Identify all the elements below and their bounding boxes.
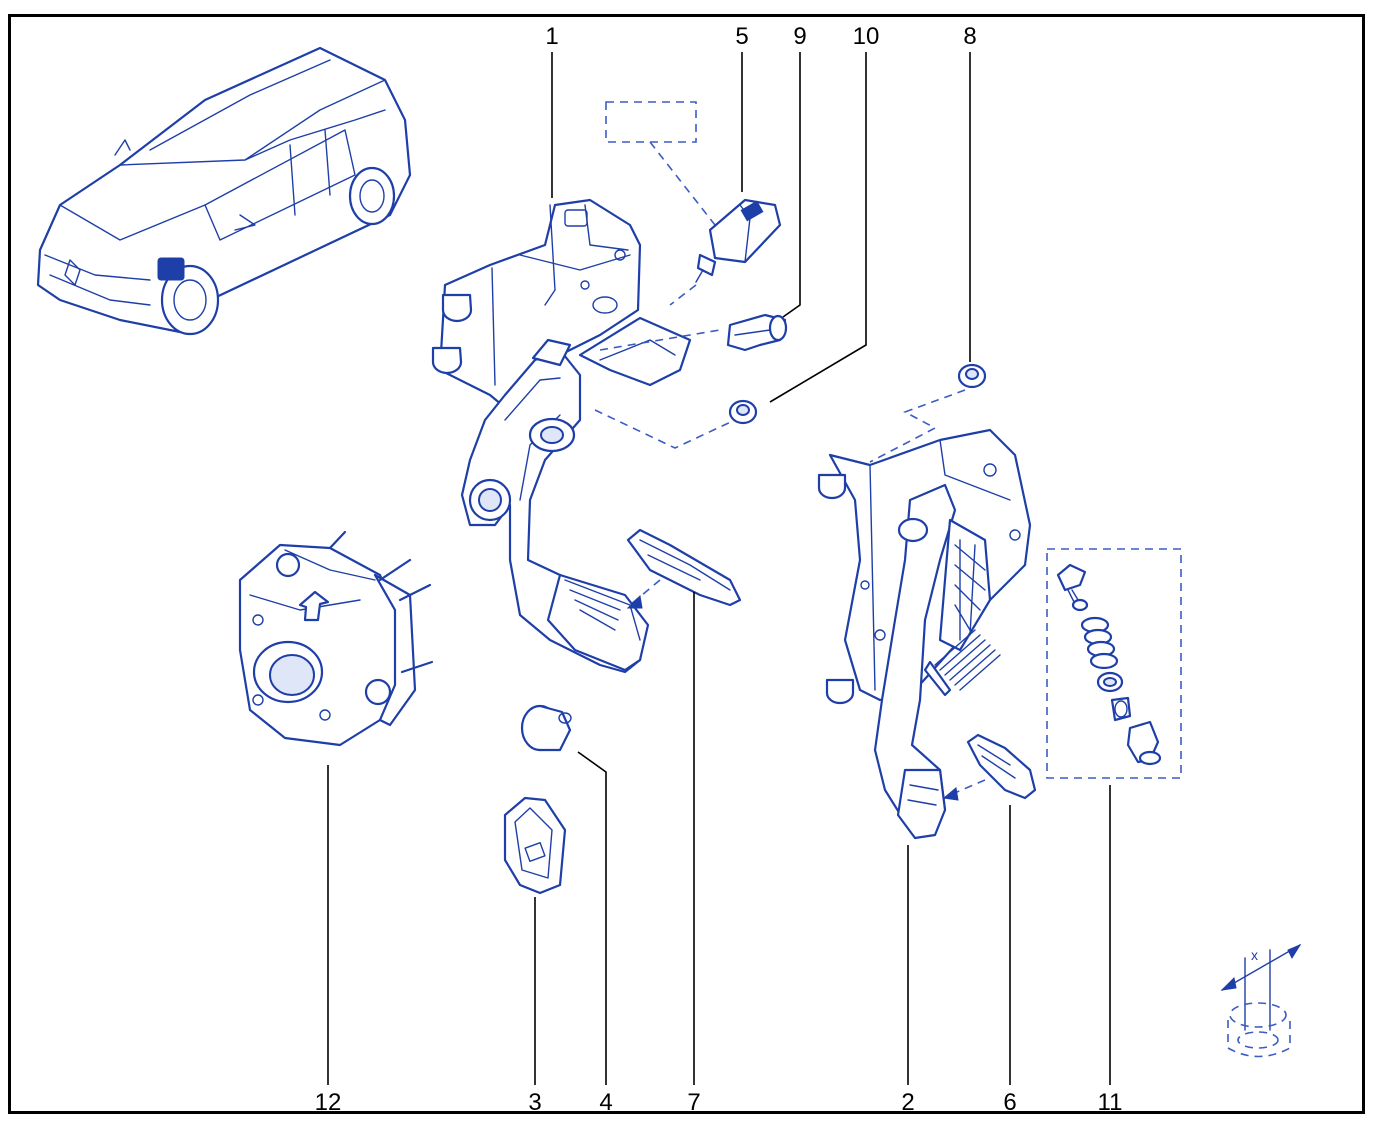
torque-symbol-label: x (1251, 947, 1258, 963)
callout-7: 7 (687, 1089, 700, 1116)
part-2-brake-pedal-assembly (817, 428, 1032, 840)
callout-8: 8 (963, 23, 976, 50)
vehicle-locator-illustration (36, 46, 412, 336)
part-11-coil-spring (1080, 616, 1119, 670)
part-11-spring-kit (1046, 548, 1182, 779)
part-6-pedal-pad-rubber (942, 733, 1037, 801)
torque-nut-symbol: x (1220, 943, 1302, 1058)
leader-lines (327, 52, 1111, 1085)
callout-6: 6 (1003, 1089, 1016, 1116)
callout-3: 3 (528, 1089, 541, 1116)
callout-10: 10 (853, 23, 880, 50)
part-1-clutch-pedal-assembly (431, 198, 736, 674)
diagram-frame (8, 14, 1365, 1114)
callout-1: 1 (545, 23, 558, 50)
part-8-nut (869, 363, 987, 463)
part-9-clip (726, 313, 788, 352)
callout-5: 5 (735, 23, 748, 50)
callout-2: 2 (901, 1089, 914, 1116)
callout-labels: 1 5 9 10 8 12 3 4 7 2 6 11 (315, 23, 1123, 1116)
part-3-plate (503, 796, 567, 895)
direction-arrow-icon (298, 590, 330, 622)
brake-pedal-spring (923, 629, 1001, 697)
part-4-bump-stop (520, 704, 572, 752)
part-7-pedal-pad-rubber (626, 528, 742, 609)
callout-11: 11 (1098, 1089, 1123, 1116)
part-5-pedal-switch (605, 101, 782, 306)
callout-4: 4 (599, 1089, 612, 1116)
callout-12: 12 (315, 1089, 342, 1116)
optional-part-placeholder (605, 101, 697, 143)
part-10-nut (728, 399, 758, 425)
callout-9: 9 (793, 23, 806, 50)
part-12-pedal-box-housing (238, 530, 434, 747)
